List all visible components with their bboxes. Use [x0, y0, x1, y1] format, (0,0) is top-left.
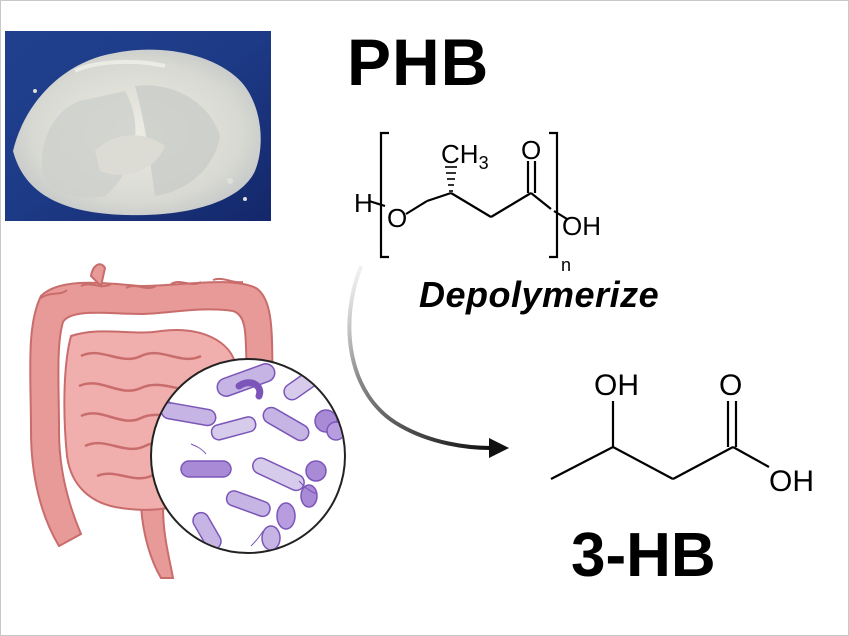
phb-end-h: H — [354, 188, 373, 218]
phb-structure — [368, 131, 568, 259]
chain-bond-1 — [426, 191, 452, 203]
h-o-bond — [368, 199, 386, 208]
phb-carbonyl-o: O — [521, 135, 541, 165]
bacteria-magnified-view — [150, 358, 346, 554]
oh-bond — [553, 210, 568, 220]
3hb-acid-oh: OH — [769, 465, 814, 498]
phb-powder-photo — [5, 31, 271, 221]
gut-microbiome-illustration — [29, 263, 346, 579]
phb-label: PHB — [347, 25, 490, 99]
3hb-carbonyl-o: O — [719, 369, 742, 402]
phb-end-oh: OH — [562, 211, 601, 241]
phb-methyl: CH3 — [441, 139, 489, 173]
ester-bond — [530, 192, 552, 210]
right-bracket — [549, 131, 559, 259]
phb-repeat-n: n — [561, 255, 571, 275]
large-intestine — [29, 263, 283, 579]
3hb-structure — [550, 401, 770, 480]
3hb-label: 3-HB — [571, 521, 716, 590]
phb-ether-o: O — [387, 203, 407, 233]
3hb-hydroxyl: OH — [594, 369, 639, 402]
arrow-head-icon — [489, 438, 509, 458]
depolymerize-arrow — [347, 265, 492, 450]
o-c-bond — [405, 200, 428, 215]
depolymerize-label: Depolymerize — [419, 274, 660, 315]
chain-bond-2 — [450, 192, 492, 218]
left-bracket — [379, 131, 389, 259]
chain-bond-3 — [490, 192, 532, 218]
stereo-hash-bond — [445, 166, 457, 192]
